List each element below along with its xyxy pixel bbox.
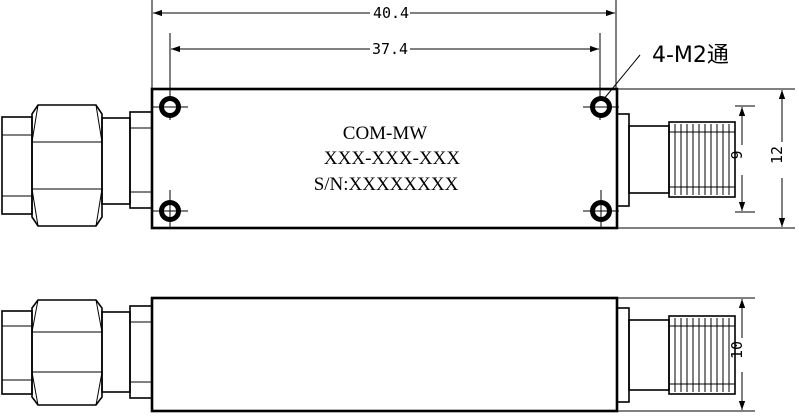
female-connector-top <box>616 113 736 207</box>
hole-callout: 4-M2通 <box>602 43 729 101</box>
dimension-overall-length-label: 40.4 <box>373 4 409 22</box>
male-connector-side <box>1 299 153 406</box>
dimension-connector-height-label: 9 <box>728 150 746 159</box>
dimension-overall-length: 40.4 <box>153 4 615 22</box>
dimension-connector-height: 9 <box>728 107 746 211</box>
serial-number-label: S/N:XXXXXXXX <box>314 174 459 195</box>
mounting-hole <box>152 190 188 228</box>
mounting-hole <box>583 96 619 118</box>
side-view: 10 <box>1 296 755 413</box>
top-view: 40.4 37.4 4-M2通 <box>1 0 795 230</box>
male-connector-top <box>1 104 153 227</box>
device-body-side <box>150 296 619 413</box>
brand-label: COM-MW <box>343 123 428 144</box>
dimension-hole-spacing-label: 37.4 <box>372 40 408 58</box>
dimension-hole-spacing: 37.4 <box>171 40 599 58</box>
female-connector-side <box>616 307 736 403</box>
dimension-body-height: 12 <box>768 90 786 227</box>
part-number-label: XXX-XXX-XXX <box>324 148 460 169</box>
mounting-hole <box>583 190 619 228</box>
mounting-hole <box>152 96 188 118</box>
dimension-body-height-label: 12 <box>768 146 786 164</box>
dimension-side-height: 10 <box>728 299 746 410</box>
dimension-side-height-label: 10 <box>728 341 746 359</box>
hole-callout-label: 4-M2通 <box>652 43 729 68</box>
